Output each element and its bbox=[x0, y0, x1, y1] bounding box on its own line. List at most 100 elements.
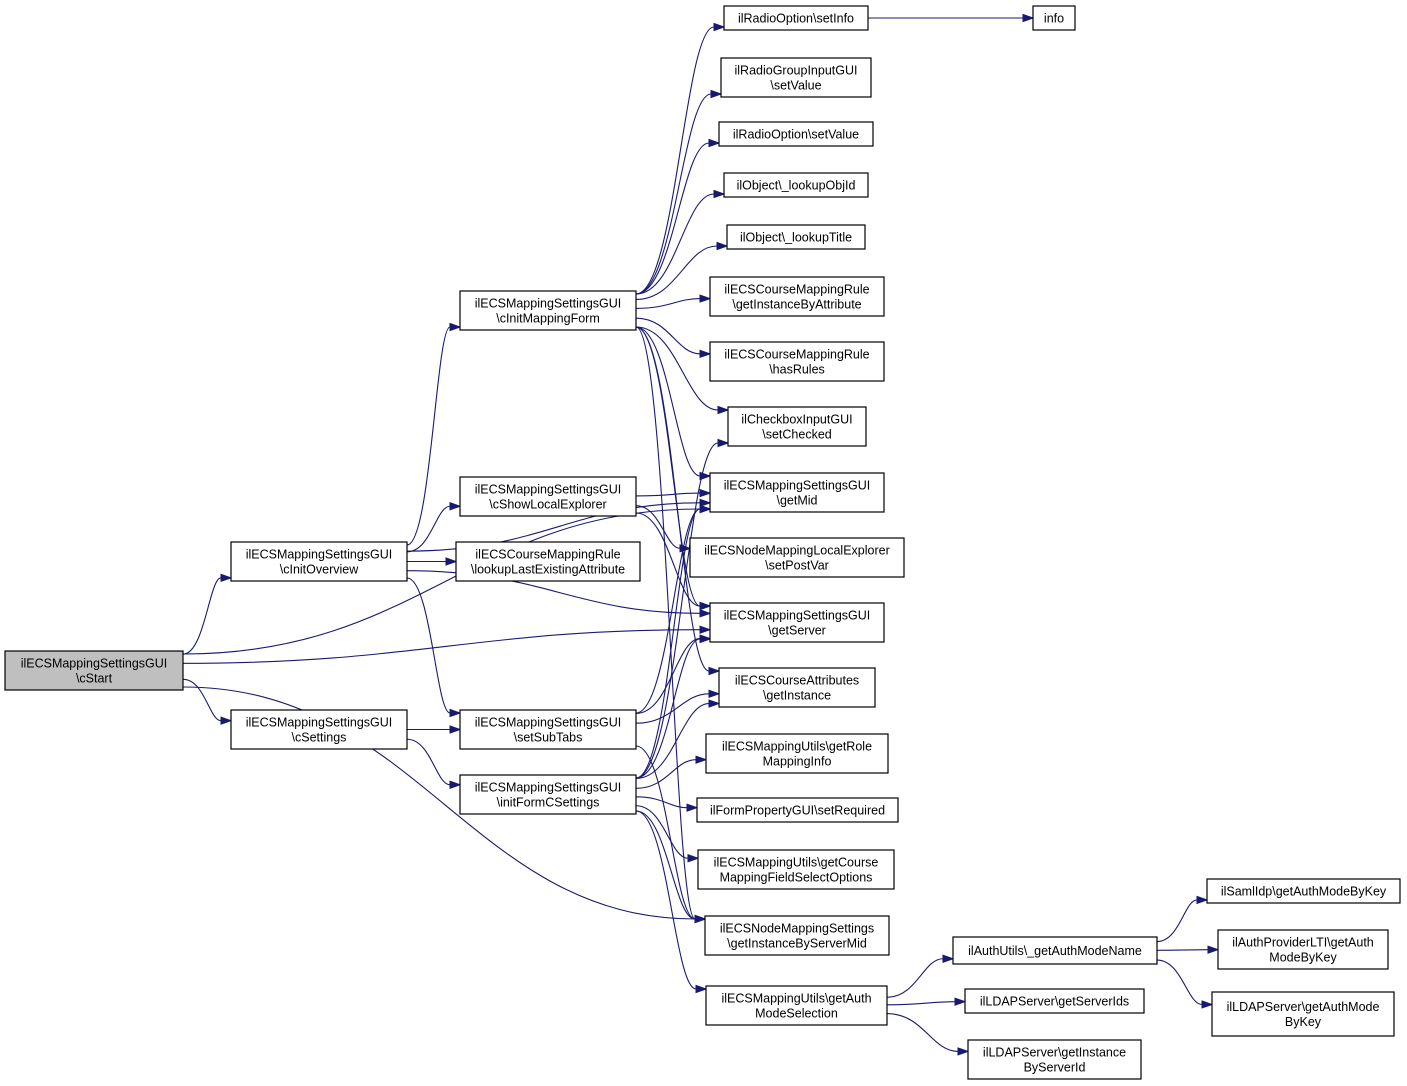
edge-initFormCSettings-to-setChecked bbox=[635, 438, 730, 779]
edge-cInitOverview-to-getMid bbox=[406, 498, 712, 552]
node-label-line: ilECSCourseAttributes bbox=[735, 674, 859, 688]
node-box bbox=[709, 341, 885, 382]
node-label-line: ilECSMappingSettingsGUI bbox=[21, 657, 168, 671]
node-getServer[interactable]: ilECSMappingSettingsGUI\getServer bbox=[709, 602, 885, 643]
edge-initFormCSettings-to-getAuthModeSelection bbox=[635, 810, 708, 994]
node-label-line: \getInstanceByServerMid bbox=[727, 937, 867, 951]
node-box bbox=[1217, 929, 1389, 970]
node-box bbox=[696, 797, 899, 823]
node-setChecked[interactable]: ilCheckboxInputGUI\setChecked bbox=[727, 406, 867, 447]
edge-cShowLocalExplorer-to-getServer bbox=[635, 512, 712, 611]
node-label-line: \setChecked bbox=[762, 428, 832, 442]
edge-cInitOverview-to-lookupLastExisting bbox=[406, 557, 458, 566]
edge-cStart-to-cSettings bbox=[182, 678, 233, 725]
node-label-line: \setValue bbox=[770, 79, 821, 93]
node-label-line: ilLDAPServer\getAuthMode bbox=[1227, 1000, 1380, 1014]
node-label-line: MappingFieldSelectOptions bbox=[720, 871, 873, 885]
node-info[interactable]: info bbox=[1032, 5, 1076, 31]
node-label-line: ilECSMappingSettingsGUI bbox=[246, 716, 393, 730]
node-hasRules[interactable]: ilECSCourseMappingRule\hasRules bbox=[709, 341, 885, 382]
node-cSettings[interactable]: ilECSMappingSettingsGUI\cSettings bbox=[230, 709, 408, 750]
edge-cStart-to-cInitOverview bbox=[182, 573, 233, 655]
node-label-line: ilCheckboxInputGUI bbox=[741, 413, 852, 427]
node-label-line: ilRadioOption\setValue bbox=[733, 128, 859, 142]
node-box bbox=[726, 224, 866, 250]
node-lookupObjId[interactable]: ilObject\_lookupObjId bbox=[723, 172, 869, 198]
edge-initFormCSettings-to-setRequired bbox=[635, 796, 699, 812]
node-label-line: ilECSNodeMappingSettings bbox=[720, 922, 874, 936]
node-label-line: ilRadioGroupInputGUI bbox=[735, 64, 858, 78]
node-box bbox=[459, 709, 637, 750]
node-label-line: ilObject\_lookupTitle bbox=[740, 231, 852, 245]
node-setSubTabs[interactable]: ilECSMappingSettingsGUI\setSubTabs bbox=[459, 709, 637, 750]
node-layer: ilECSMappingSettingsGUI\cStartilECSMappi… bbox=[4, 5, 1401, 1080]
node-label-line: ilECSMappingSettingsGUI bbox=[475, 483, 622, 497]
node-getInstanceByServerMid[interactable]: ilECSNodeMappingSettings\getInstanceBySe… bbox=[704, 915, 890, 956]
edge-cStart-to-getServer bbox=[182, 625, 712, 664]
node-box bbox=[723, 5, 869, 31]
node-label-line: ilECSMappingSettingsGUI bbox=[475, 781, 622, 795]
node-setPostVar[interactable]: ilECSNodeMappingLocalExplorer\setPostVar bbox=[689, 537, 905, 578]
node-label-line: ilECSMappingUtils\getCourse bbox=[714, 856, 879, 870]
node-label-line: ilRadioOption\setInfo bbox=[738, 12, 854, 26]
node-label-line: \hasRules bbox=[769, 363, 825, 377]
node-label-line: \getInstanceByAttribute bbox=[732, 298, 861, 312]
edge-getAuthModeName-to-samlGetAuthModeByKey bbox=[1156, 895, 1209, 943]
edge-setSubTabs-to-courseAttrGetInstance bbox=[635, 689, 721, 724]
node-getInstanceByAttribute[interactable]: ilECSCourseMappingRule\getInstanceByAttr… bbox=[709, 276, 885, 317]
node-radioSetInfo[interactable]: ilRadioOption\setInfo bbox=[723, 5, 869, 31]
node-label-line: ByServerId bbox=[1024, 1061, 1086, 1075]
node-cInitMappingForm[interactable]: ilECSMappingSettingsGUI\cInitMappingForm bbox=[459, 290, 637, 331]
node-courseAttrGetInstance[interactable]: ilECSCourseAttributes\getInstance bbox=[718, 667, 876, 708]
node-cInitOverview[interactable]: ilECSMappingSettingsGUI\cInitOverview bbox=[230, 541, 408, 582]
edge-cInitMappingForm-to-lookupTitle bbox=[635, 241, 729, 301]
node-lookupTitle[interactable]: ilObject\_lookupTitle bbox=[726, 224, 866, 250]
node-label-line: \cStart bbox=[76, 672, 113, 686]
edge-cInitMappingForm-to-courseAttrGetInstance bbox=[635, 326, 721, 676]
edge-cShowLocalExplorer-to-getMid bbox=[635, 488, 712, 498]
edge-cSettings-to-setSubTabs bbox=[406, 725, 462, 734]
node-label-line: ModeSelection bbox=[755, 1007, 838, 1021]
node-label-line: \lookupLastExistingAttribute bbox=[471, 563, 625, 577]
node-initFormCSettings[interactable]: ilECSMappingSettingsGUI\initFormCSetting… bbox=[459, 774, 637, 815]
node-label-line: ByKey bbox=[1285, 1015, 1322, 1029]
node-radioSetValue[interactable]: ilRadioOption\setValue bbox=[718, 121, 874, 147]
edge-initFormCSettings-to-getCourseMappingFieldSelectOptions bbox=[635, 805, 700, 863]
node-setRequired[interactable]: ilFormPropertyGUI\setRequired bbox=[696, 797, 899, 823]
edge-cInitMappingForm-to-radioSetValue bbox=[635, 138, 721, 295]
edge-cInitOverview-to-cInitMappingForm bbox=[406, 322, 462, 546]
edge-getAuthModeSelection-to-getAuthModeName bbox=[886, 954, 955, 998]
node-box bbox=[967, 1039, 1142, 1080]
node-getAuthModeName[interactable]: ilAuthUtils\_getAuthModeName bbox=[952, 936, 1158, 965]
node-label-line: \getInstance bbox=[763, 689, 831, 703]
node-label-line: \setSubTabs bbox=[514, 731, 583, 745]
node-ltiGetAuthModeByKey[interactable]: ilAuthProviderLTI\getAuthModeByKey bbox=[1217, 929, 1389, 970]
edge-cInitMappingForm-to-getInstanceByServerMid bbox=[635, 326, 707, 924]
node-ldapGetAuthModeByKey[interactable]: ilLDAPServer\getAuthModeByKey bbox=[1211, 991, 1395, 1037]
edge-cInitMappingForm-to-hasRules bbox=[635, 317, 712, 359]
node-label-line: MappingInfo bbox=[763, 755, 832, 769]
node-box bbox=[704, 915, 890, 956]
edge-cInitMappingForm-to-radioGroupSetValue bbox=[635, 89, 723, 295]
node-box bbox=[709, 602, 885, 643]
edge-cInitMappingForm-to-lookupObjId bbox=[635, 189, 726, 295]
node-getMid[interactable]: ilECSMappingSettingsGUI\getMid bbox=[709, 472, 885, 513]
edge-getAuthModeSelection-to-ldapGetInstanceByServerId bbox=[886, 1013, 970, 1056]
node-ldapGetServerIds[interactable]: ilLDAPServer\getServerIds bbox=[964, 988, 1145, 1014]
node-label-line: ilAuthUtils\_getAuthModeName bbox=[968, 944, 1142, 958]
node-lookupLastExisting[interactable]: ilECSCourseMappingRule\lookupLastExistin… bbox=[455, 541, 641, 582]
node-getCourseMappingFieldSelectOptions[interactable]: ilECSMappingUtils\getCourseMappingFieldS… bbox=[697, 849, 895, 890]
node-box bbox=[718, 667, 876, 708]
node-box bbox=[709, 472, 885, 513]
node-cStart[interactable]: ilECSMappingSettingsGUI\cStart bbox=[4, 650, 184, 691]
node-label-line: info bbox=[1044, 12, 1064, 26]
edge-radioSetInfo-to-info bbox=[868, 13, 1035, 23]
node-radioGroupSetValue[interactable]: ilRadioGroupInputGUI\setValue bbox=[720, 57, 872, 98]
node-box bbox=[964, 988, 1145, 1014]
node-samlGetAuthModeByKey[interactable]: ilSamlIdp\getAuthModeByKey bbox=[1206, 878, 1401, 904]
node-label-line: ilECSMappingSettingsGUI bbox=[724, 479, 871, 493]
node-cShowLocalExplorer[interactable]: ilECSMappingSettingsGUI\cShowLocalExplor… bbox=[459, 476, 637, 517]
